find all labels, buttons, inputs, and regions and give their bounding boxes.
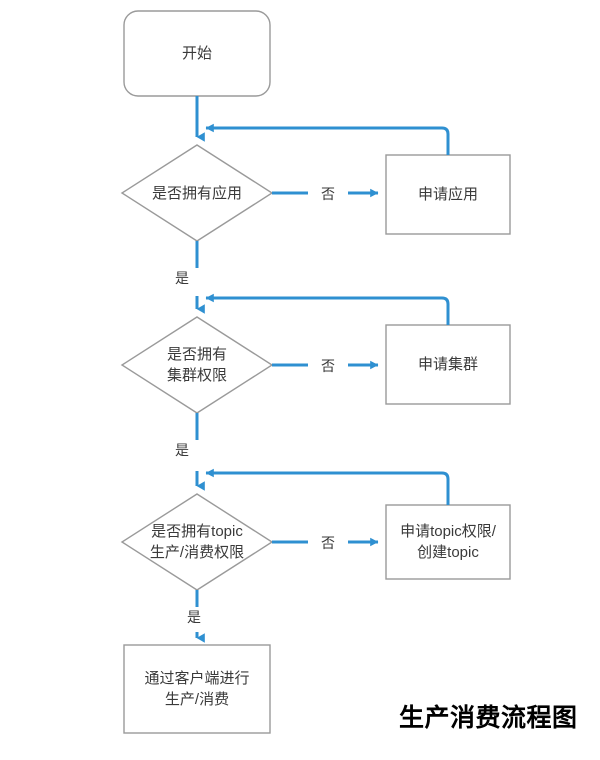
node-decision-topic[interactable] — [120, 493, 274, 591]
node-start[interactable] — [123, 10, 271, 97]
node-apply-app[interactable] — [385, 154, 511, 235]
node-apply-topic[interactable] — [385, 504, 511, 580]
edge-label-yes-topic: 是 — [187, 609, 201, 625]
edge-label-yes-cluster: 是 — [175, 442, 189, 458]
diagram-title: 生产消费流程图 — [399, 704, 578, 732]
edge-apply-cluster-feedback — [205, 293, 450, 325]
node-end[interactable] — [123, 644, 271, 734]
node-apply-cluster[interactable] — [385, 324, 511, 405]
edge-label-yes-app: 是 — [175, 270, 189, 286]
node-decision-cluster[interactable] — [120, 316, 274, 414]
edge-apply-topic-feedback — [205, 468, 450, 505]
edge-apply-app-feedback — [205, 123, 450, 155]
edge-label-no-topic: 否 — [321, 535, 335, 551]
edge-label-no-cluster: 否 — [321, 358, 335, 374]
node-decision-app[interactable] — [120, 144, 274, 242]
edge-label-no-app: 否 — [321, 186, 335, 202]
